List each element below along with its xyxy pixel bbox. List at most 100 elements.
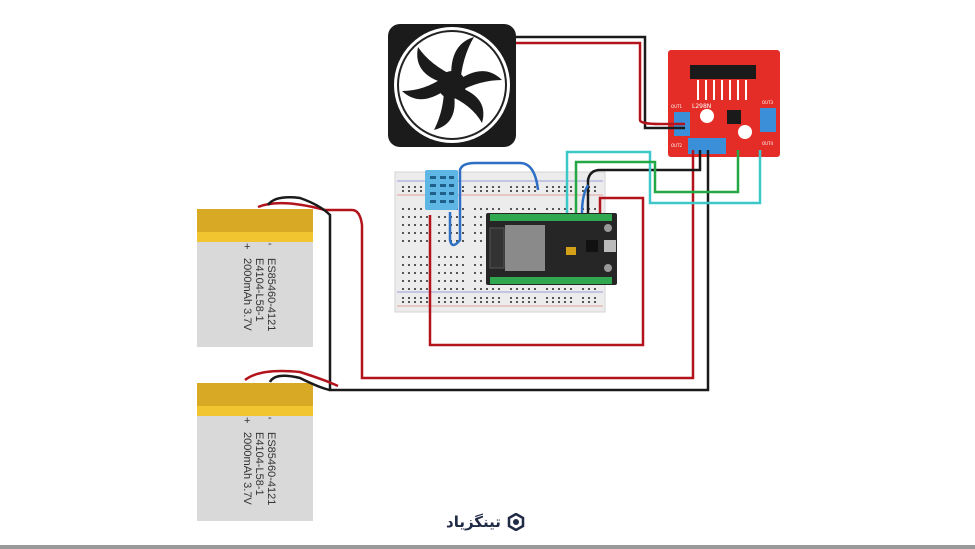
breadboard-hole <box>456 232 458 234</box>
breadboard-hole <box>474 288 476 290</box>
breadboard-hole <box>558 190 560 192</box>
breadboard-hole <box>408 280 410 282</box>
breadboard-hole <box>402 232 404 234</box>
breadboard-hole <box>426 224 428 226</box>
breadboard-hole <box>420 216 422 218</box>
breadboard-hole <box>426 297 428 299</box>
out2-label: OUT2 <box>671 143 683 148</box>
breadboard-hole <box>444 297 446 299</box>
breadboard-hole <box>528 297 530 299</box>
breadboard-hole <box>480 297 482 299</box>
breadboard-hole <box>546 190 548 192</box>
breadboard-hole <box>480 232 482 234</box>
breadboard-hole <box>414 186 416 188</box>
breadboard-hole <box>402 256 404 258</box>
breadboard-hole <box>456 288 458 290</box>
breadboard-hole <box>444 224 446 226</box>
breadboard-hole <box>444 232 446 234</box>
breadboard-hole <box>402 190 404 192</box>
breadboard-hole <box>492 190 494 192</box>
breadboard-hole <box>594 190 596 192</box>
breadboard-hole <box>534 301 536 303</box>
breadboard-hole <box>480 216 482 218</box>
breadboard-hole <box>456 272 458 274</box>
dht11-sensor <box>425 170 458 210</box>
breadboard-hole <box>438 297 440 299</box>
breadboard-hole <box>582 297 584 299</box>
battery-code: E4104-L58-1 <box>253 258 265 322</box>
breadboard-hole <box>438 264 440 266</box>
breadboard-hole <box>498 190 500 192</box>
breadboard-hole <box>516 288 518 290</box>
breadboard-hole <box>408 186 410 188</box>
breadboard-hole <box>522 186 524 188</box>
breadboard-hole <box>420 240 422 242</box>
breadboard-hole <box>528 288 530 290</box>
breadboard-hole <box>594 208 596 210</box>
breadboard-hole <box>480 272 482 274</box>
breadboard-hole <box>420 186 422 188</box>
breadboard-hole <box>486 208 488 210</box>
breadboard-hole <box>480 264 482 266</box>
esp32-board <box>486 213 617 285</box>
cooling-fan <box>388 24 516 147</box>
breadboard-hole <box>402 280 404 282</box>
breadboard-hole <box>522 297 524 299</box>
wires <box>244 35 762 392</box>
breadboard-hole <box>474 280 476 282</box>
breadboard-hole <box>414 224 416 226</box>
breadboard-hole <box>462 301 464 303</box>
breadboard-hole <box>570 208 572 210</box>
breadboard-hole <box>420 264 422 266</box>
breadboard-hole <box>426 301 428 303</box>
breadboard-hole <box>582 186 584 188</box>
breadboard-hole <box>456 297 458 299</box>
breadboard-hole <box>414 264 416 266</box>
breadboard-hole <box>444 256 446 258</box>
battery-minus-label: - <box>268 412 272 424</box>
breadboard-hole <box>450 297 452 299</box>
breadboard-hole <box>480 256 482 258</box>
battery-minus-label: - <box>268 238 272 250</box>
breadboard-hole <box>402 186 404 188</box>
breadboard-hole <box>420 224 422 226</box>
breadboard-hole <box>588 288 590 290</box>
breadboard-hole <box>534 190 536 192</box>
bottom-divider <box>0 545 975 549</box>
breadboard-hole <box>444 288 446 290</box>
breadboard-hole <box>564 190 566 192</box>
breadboard-hole <box>408 240 410 242</box>
breadboard-hole <box>498 288 500 290</box>
wire-battery1-red <box>257 150 695 380</box>
breadboard-hole <box>462 216 464 218</box>
breadboard-hole <box>498 301 500 303</box>
breadboard-hole <box>480 280 482 282</box>
breadboard-hole <box>552 186 554 188</box>
breadboard-hole <box>522 288 524 290</box>
logo-text: تینگزیاد <box>446 513 501 531</box>
breadboard-hole <box>480 301 482 303</box>
breadboard-hole <box>408 264 410 266</box>
breadboard-hole <box>414 216 416 218</box>
breadboard-hole <box>564 186 566 188</box>
breadboard-hole <box>528 190 530 192</box>
battery-plus-label: + <box>244 241 250 253</box>
breadboard-hole <box>474 256 476 258</box>
breadboard-hole <box>414 240 416 242</box>
battery-model: ES85460-4121 <box>265 432 277 505</box>
breadboard-hole <box>462 297 464 299</box>
breadboard-hole <box>588 301 590 303</box>
wire-dht-blue <box>448 161 540 247</box>
driver-label: L298N <box>692 103 711 110</box>
breadboard-hole <box>462 186 464 188</box>
breadboard-hole <box>462 264 464 266</box>
breadboard-hole <box>420 208 422 210</box>
breadboard-hole <box>522 301 524 303</box>
breadboard-hole <box>546 301 548 303</box>
breadboard-hole <box>456 216 458 218</box>
breadboard-hole <box>486 301 488 303</box>
breadboard-hole <box>528 186 530 188</box>
breadboard-hole <box>408 288 410 290</box>
breadboard-hole <box>510 301 512 303</box>
breadboard-hole <box>486 297 488 299</box>
